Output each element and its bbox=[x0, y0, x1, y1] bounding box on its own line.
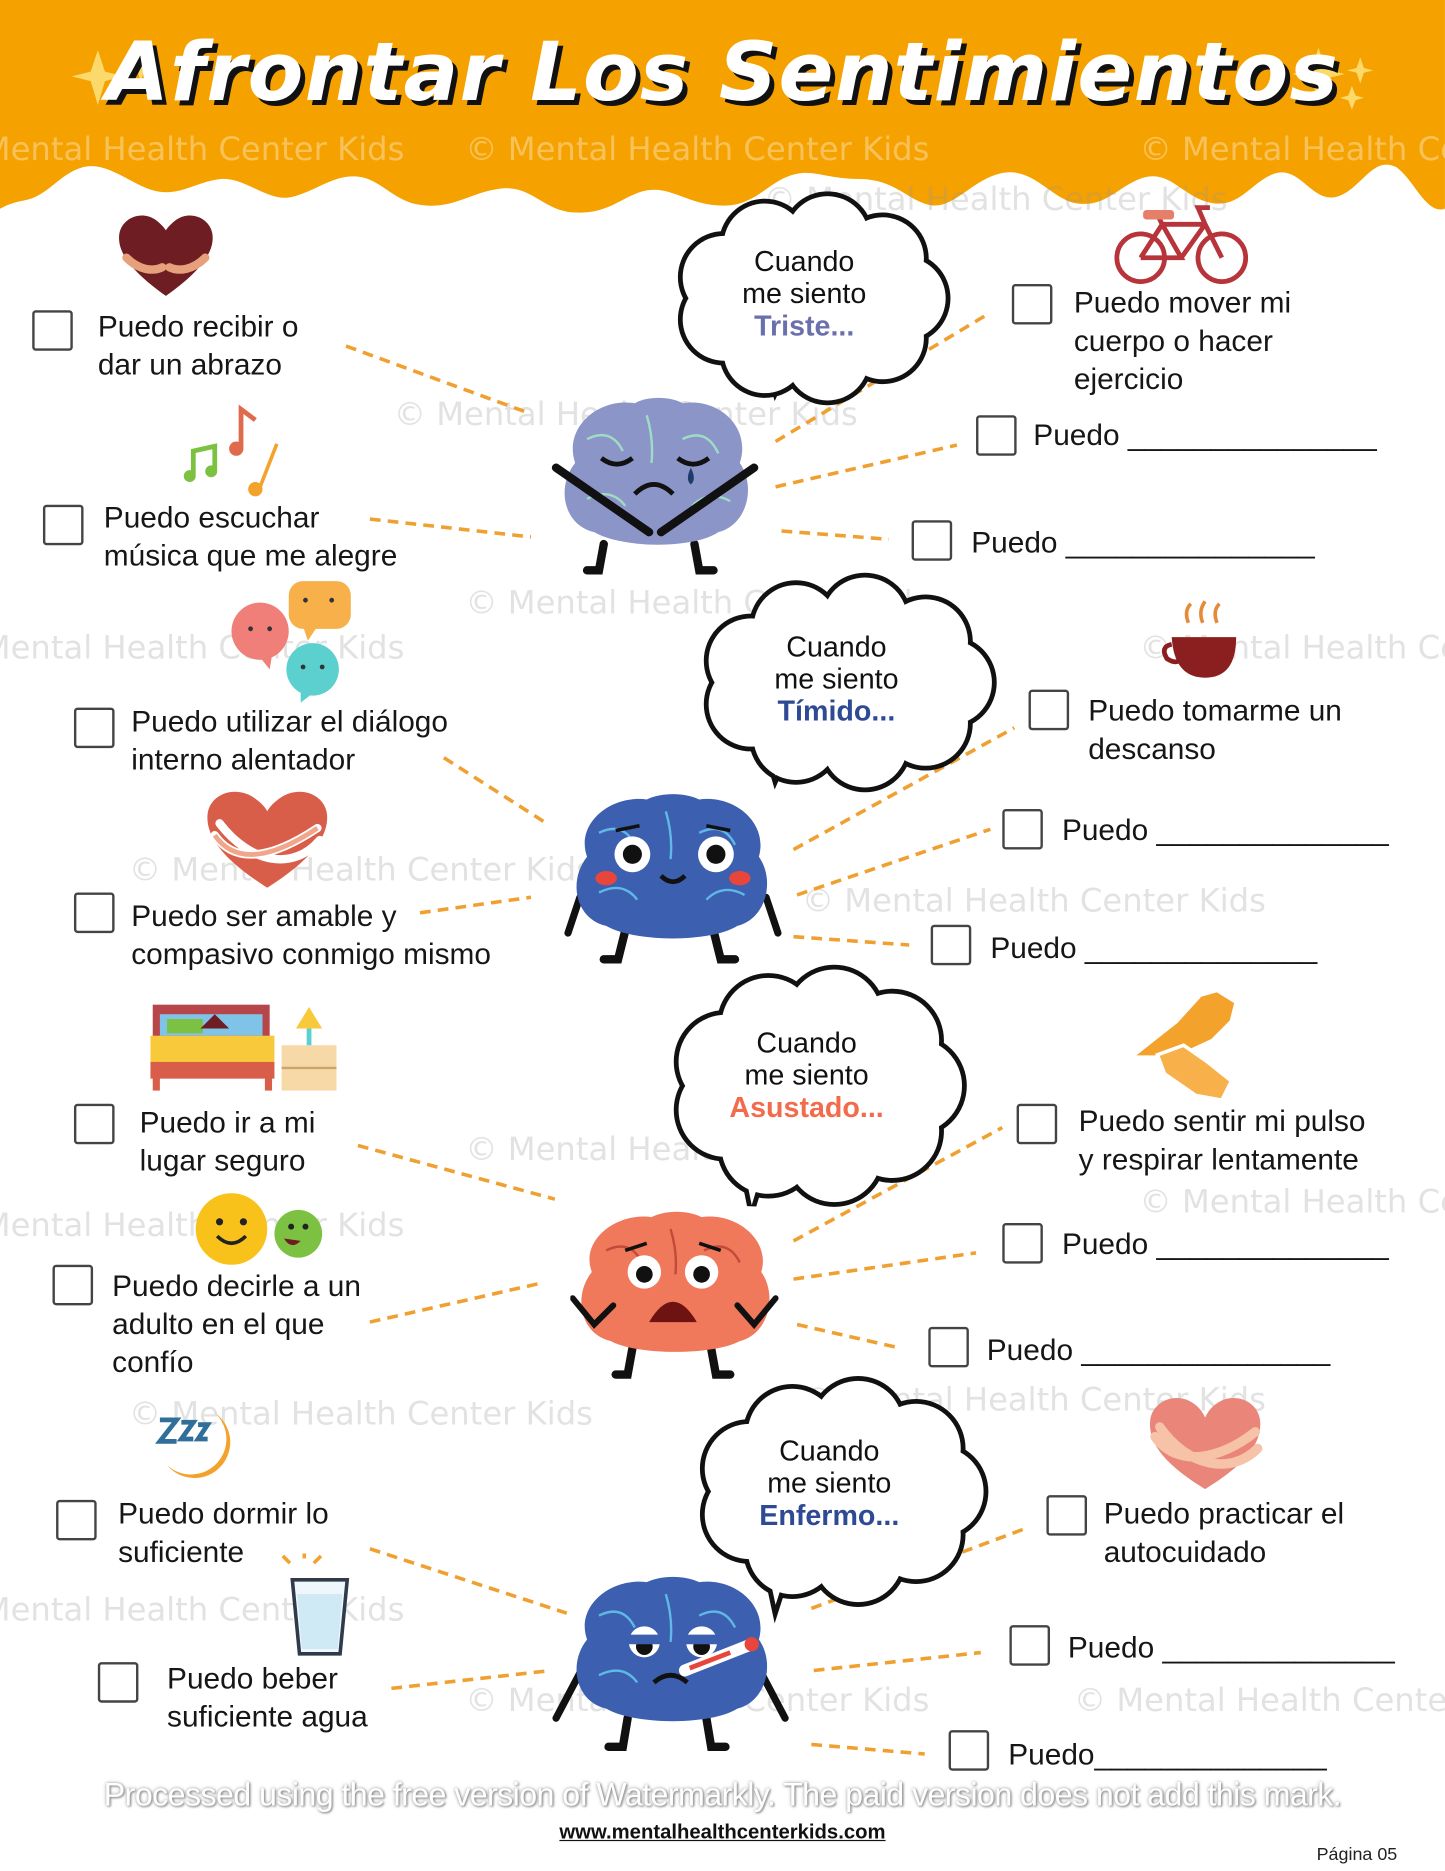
music-notes-icon bbox=[183, 404, 279, 497]
item-kindness-label: Puedo ser amable y compasivo conmigo mis… bbox=[131, 899, 492, 972]
dashed-connector bbox=[792, 726, 1016, 852]
blank-enfermo-2[interactable]: Puedo______________ bbox=[1008, 1738, 1327, 1772]
item-trusted-adult-label: Puedo decirle a un adulto en el que conf… bbox=[112, 1269, 361, 1380]
dashed-connector bbox=[811, 1742, 925, 1756]
dashed-connector bbox=[813, 1650, 982, 1673]
dashed-connector bbox=[796, 1322, 902, 1351]
self-care-heart-icon bbox=[1149, 1397, 1263, 1490]
item-music-label: Puedo escuchar música que me alegre bbox=[103, 501, 398, 573]
blank-enfermo-1[interactable]: Puedo ______________ bbox=[1067, 1631, 1395, 1665]
checkbox-hug[interactable] bbox=[32, 310, 73, 351]
footer-url-link[interactable]: www.mentalhealthcenterkids.com bbox=[559, 1820, 886, 1844]
checkbox-trusted-adult[interactable] bbox=[52, 1264, 94, 1306]
item-rest-label: Puedo tomarme un descanso bbox=[1088, 694, 1342, 767]
dashed-connector bbox=[810, 1525, 1030, 1611]
dashed-connector bbox=[775, 443, 958, 489]
blank-timido-2[interactable]: Puedo ______________ bbox=[990, 931, 1318, 966]
bubble-prefix: Cuando me siento bbox=[774, 631, 899, 696]
checkbox-self-talk[interactable] bbox=[73, 707, 115, 749]
item-pulse-label: Puedo sentir mi pulso y respirar lentame… bbox=[1078, 1104, 1366, 1177]
checkbox-blank-enfermo-1[interactable] bbox=[1009, 1625, 1051, 1666]
checkbox-blank-timido-2[interactable] bbox=[930, 924, 972, 966]
checkbox-sleep[interactable] bbox=[56, 1499, 97, 1541]
hands-pulse-icon bbox=[1128, 988, 1239, 1103]
blank-triste-2[interactable]: Puedo _______________ bbox=[971, 526, 1315, 560]
bubble-timido: Cuando me siento Tímido... bbox=[741, 631, 932, 728]
dashed-connector bbox=[793, 1251, 977, 1281]
bed-icon bbox=[150, 1004, 337, 1091]
processed-watermark: Processed using the free version of Wate… bbox=[103, 1776, 1342, 1813]
item-water-label: Puedo beber suficiente agua bbox=[167, 1662, 368, 1734]
sleep-moon-icon bbox=[155, 1412, 231, 1479]
watermark: © Mental Health Center Kids bbox=[1073, 1682, 1445, 1720]
scared-brain-character bbox=[570, 1211, 779, 1379]
feeling-label: Triste... bbox=[754, 310, 855, 343]
dashed-connector bbox=[781, 529, 890, 542]
item-safe-place-label: Puedo ir a mi lugar seguro bbox=[139, 1106, 316, 1178]
sad-brain-character bbox=[551, 397, 759, 575]
shy-brain-character bbox=[564, 794, 782, 964]
watermark: © Mental Health Center Kids bbox=[465, 1131, 930, 1169]
checkbox-water[interactable] bbox=[97, 1662, 139, 1703]
bicycle-icon bbox=[1114, 205, 1249, 284]
item-self-care-label: Puedo practicar el autocuidado bbox=[1103, 1497, 1345, 1570]
checkbox-music[interactable] bbox=[42, 504, 84, 546]
header-banner bbox=[0, 0, 1445, 213]
page-number: Página 05 bbox=[1316, 1844, 1398, 1865]
bubble-triste: Cuando me siento Triste... bbox=[709, 246, 900, 343]
sick-brain-character bbox=[552, 1576, 789, 1752]
watermark: © Mental Health Center Kids bbox=[0, 131, 405, 169]
watermark: © Mental Health Center Kids bbox=[801, 882, 1266, 920]
checkbox-rest[interactable] bbox=[1028, 689, 1070, 731]
blank-timido-1[interactable]: Puedo ______________ bbox=[1061, 813, 1389, 848]
item-self-talk-label: Puedo utilizar el diálogo interno alenta… bbox=[131, 705, 449, 777]
watermark: © Mental Health Center Kids bbox=[128, 851, 593, 889]
checkbox-exercise[interactable] bbox=[1011, 283, 1053, 325]
dashed-connector bbox=[369, 1280, 544, 1324]
blank-asustado-1[interactable]: Puedo ______________ bbox=[1061, 1227, 1389, 1262]
self-hug-heart-icon bbox=[207, 791, 328, 888]
bubble-prefix: Cuando me siento bbox=[742, 245, 867, 311]
checkbox-blank-triste-2[interactable] bbox=[911, 520, 953, 561]
hug-heart-icon bbox=[119, 215, 213, 296]
checkbox-kindness[interactable] bbox=[73, 892, 115, 934]
watermark: © Mental Health Center Kids bbox=[465, 131, 930, 169]
watermark: © Mental Health Center Kids bbox=[1139, 1183, 1445, 1221]
bubble-asustado: Cuando me siento Asustado... bbox=[711, 1027, 902, 1124]
bubble-prefix: Cuando me siento bbox=[767, 1435, 892, 1500]
checkbox-blank-enfermo-2[interactable] bbox=[948, 1730, 990, 1771]
checkbox-safe-place[interactable] bbox=[73, 1103, 115, 1145]
checkbox-blank-asustado-2[interactable] bbox=[928, 1326, 969, 1368]
hot-cup-icon bbox=[1161, 600, 1237, 678]
dashed-connector bbox=[793, 934, 910, 947]
checkbox-pulse[interactable] bbox=[1016, 1103, 1058, 1145]
checkbox-blank-triste-1[interactable] bbox=[976, 415, 1017, 456]
checkbox-blank-timido-1[interactable] bbox=[1002, 808, 1043, 850]
page-title: Afrontar Los Sentimientos bbox=[105, 26, 1339, 121]
bubble-prefix: Cuando me siento bbox=[744, 1027, 869, 1092]
item-hug-label: Puedo recibir o dar un abrazo bbox=[97, 310, 299, 382]
watermark: © Mental Health Center Kids bbox=[465, 584, 930, 622]
watermark: © Mental Health Center Kids bbox=[1139, 131, 1445, 169]
water-glass-icon bbox=[281, 1553, 350, 1656]
item-exercise-label: Puedo mover mi cuerpo o hacer ejercicio bbox=[1073, 286, 1292, 397]
feeling-label: Tímido... bbox=[777, 695, 896, 728]
feeling-label: Asustado... bbox=[729, 1091, 884, 1124]
blank-triste-1[interactable]: Puedo _______________ bbox=[1033, 418, 1377, 453]
emoji-faces-icon bbox=[195, 1193, 323, 1265]
blank-asustado-2[interactable]: Puedo _______________ bbox=[986, 1333, 1331, 1368]
dashed-connector bbox=[442, 756, 548, 825]
checkbox-blank-asustado-1[interactable] bbox=[1002, 1223, 1043, 1264]
chat-bubbles-icon bbox=[231, 581, 351, 703]
checkbox-self-care[interactable] bbox=[1046, 1495, 1088, 1536]
item-sleep-label: Puedo dormir lo suficiente bbox=[118, 1497, 329, 1570]
feeling-label: Enfermo... bbox=[759, 1499, 900, 1533]
bubble-enfermo: Cuando me siento Enfermo... bbox=[734, 1435, 925, 1532]
